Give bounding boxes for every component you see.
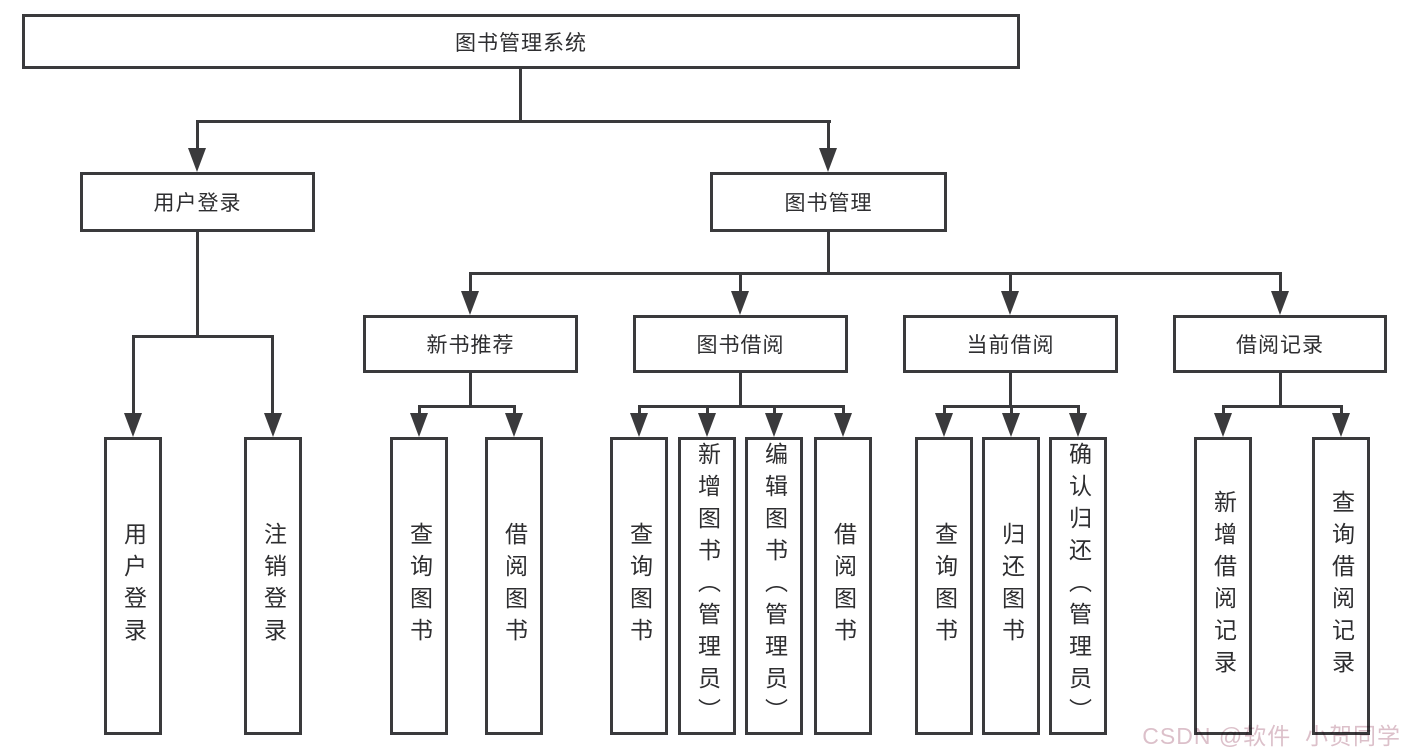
- arrowhead: [461, 291, 479, 315]
- connector-line: [638, 405, 641, 413]
- arrowhead: [630, 413, 648, 437]
- leaf-confirm-return-admin: 确认归还（管理员）: [1049, 437, 1107, 735]
- arrowhead: [410, 413, 428, 437]
- leaf-query-books-recommend: 查询图书: [390, 437, 448, 735]
- node-book-borrow-label: 图书借阅: [696, 334, 785, 357]
- leaf-query-borrow-record-label: 查询借阅记录: [1328, 490, 1355, 682]
- connector-line: [469, 272, 1281, 275]
- leaf-query-borrow-record: 查询借阅记录: [1312, 437, 1370, 735]
- node-new-book-recommend: 新书推荐: [363, 315, 578, 373]
- connector-line: [519, 69, 522, 120]
- connector-line: [132, 335, 274, 338]
- arrowhead: [264, 413, 282, 437]
- node-user-login-label: 用户登录: [153, 192, 242, 215]
- leaf-user-login-label: 用户登录: [120, 522, 147, 650]
- leaf-confirm-return-admin-label: 确认归还（管理员）: [1065, 442, 1092, 730]
- arrowhead: [765, 413, 783, 437]
- leaf-return-books: 归还图书: [982, 437, 1040, 735]
- connector-line: [1009, 373, 1012, 405]
- node-root: 图书管理系统: [22, 14, 1020, 69]
- leaf-add-borrow-record-label: 新增借阅记录: [1210, 490, 1237, 682]
- leaf-query-books-borrow: 查询图书: [610, 437, 668, 735]
- leaf-borrow-books-borrow-label: 借阅图书: [830, 522, 857, 650]
- connector-line: [739, 272, 742, 291]
- leaf-return-books-label: 归还图书: [998, 522, 1025, 650]
- connector-line: [132, 335, 135, 413]
- connector-line: [418, 405, 516, 408]
- arrowhead: [1332, 413, 1350, 437]
- connector-line: [271, 335, 274, 413]
- node-current-borrow: 当前借阅: [903, 315, 1118, 373]
- node-borrow-records-label: 借阅记录: [1236, 334, 1324, 357]
- node-book-management-label: 图书管理: [784, 192, 873, 215]
- connector-line: [1077, 405, 1080, 413]
- connector-line: [842, 405, 845, 413]
- csdn-watermark: CSDN @软件_小贺同学: [1142, 723, 1401, 747]
- connector-line: [827, 120, 830, 148]
- leaf-edit-book-admin: 编辑图书（管理员）: [745, 437, 803, 735]
- connector-line: [827, 232, 830, 272]
- leaf-logout: 注销登录: [244, 437, 302, 735]
- connector-line: [1340, 405, 1343, 413]
- arrowhead: [1214, 413, 1232, 437]
- arrowhead: [505, 413, 523, 437]
- connector-line: [1222, 405, 1225, 413]
- connector-line: [196, 232, 199, 335]
- leaf-query-books-borrow-label: 查询图书: [626, 522, 653, 650]
- node-book-borrow: 图书借阅: [633, 315, 848, 373]
- connector-line: [773, 405, 776, 413]
- connector-line: [513, 405, 516, 413]
- node-book-management: 图书管理: [710, 172, 947, 232]
- leaf-borrow-books-recommend-label: 借阅图书: [501, 522, 528, 650]
- arrowhead: [834, 413, 852, 437]
- connector-line: [196, 120, 199, 148]
- arrowhead: [731, 291, 749, 315]
- connector-line: [943, 405, 946, 413]
- node-borrow-records: 借阅记录: [1173, 315, 1387, 373]
- leaf-query-books-current-label: 查询图书: [931, 522, 958, 650]
- node-current-borrow-label: 当前借阅: [966, 334, 1055, 357]
- arrowhead: [1002, 413, 1020, 437]
- connector-line: [469, 272, 472, 291]
- connector-line: [706, 405, 709, 413]
- connector-line: [418, 405, 421, 413]
- leaf-borrow-books-borrow: 借阅图书: [814, 437, 872, 735]
- arrowhead: [698, 413, 716, 437]
- node-new-book-recommend-label: 新书推荐: [426, 334, 515, 357]
- leaf-query-books-current: 查询图书: [915, 437, 973, 735]
- connector-line: [469, 373, 472, 405]
- leaf-edit-book-admin-label: 编辑图书（管理员）: [761, 442, 788, 730]
- connector-line: [196, 120, 831, 123]
- arrowhead: [188, 148, 206, 172]
- connector-line: [638, 405, 845, 408]
- leaf-user-login: 用户登录: [104, 437, 162, 735]
- connector-line: [1279, 373, 1282, 405]
- leaf-add-book-admin: 新增图书（管理员）: [678, 437, 736, 735]
- arrowhead: [1069, 413, 1087, 437]
- arrowhead: [1271, 291, 1289, 315]
- connector-line: [739, 373, 742, 405]
- arrowhead: [935, 413, 953, 437]
- node-root-label: 图书管理系统: [455, 31, 587, 55]
- connector-line: [1009, 272, 1012, 291]
- arrowhead: [819, 148, 837, 172]
- arrowhead: [124, 413, 142, 437]
- node-user-login: 用户登录: [80, 172, 315, 232]
- arrowhead: [1001, 291, 1019, 315]
- leaf-borrow-books-recommend: 借阅图书: [485, 437, 543, 735]
- connector-line: [1222, 405, 1343, 408]
- leaf-add-book-admin-label: 新增图书（管理员）: [694, 442, 721, 730]
- connector-line: [1279, 272, 1282, 291]
- leaf-query-books-recommend-label: 查询图书: [406, 522, 433, 650]
- leaf-add-borrow-record: 新增借阅记录: [1194, 437, 1252, 735]
- connector-line: [1010, 405, 1013, 413]
- leaf-logout-label: 注销登录: [260, 522, 287, 650]
